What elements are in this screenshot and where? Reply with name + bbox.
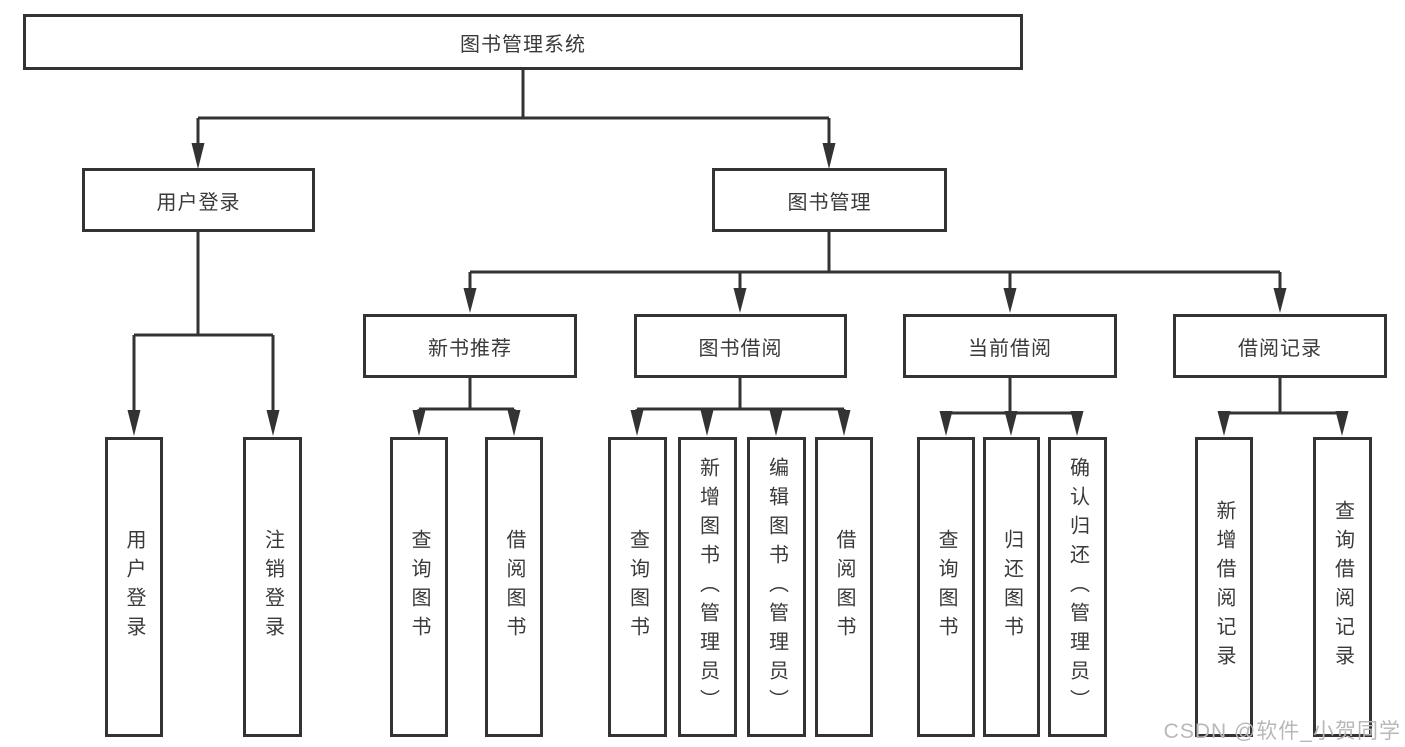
connector-book-management-to-level3 <box>468 232 1282 290</box>
leaf-query-books-recommend: 查询图书 <box>390 437 448 737</box>
node-user-login: 用户登录 <box>82 168 315 232</box>
arrowheads-user-login-group <box>127 410 280 436</box>
leaf-add-books-admin: 新增图书（管理员） <box>678 437 737 737</box>
arrowheads-level3 <box>463 288 1287 313</box>
node-library-management-system: 图书管理系统 <box>23 14 1023 70</box>
connector-current-borrow-group <box>944 378 1079 415</box>
connector-new-book-group <box>417 378 516 413</box>
leaf-borrow-books-recommend: 借阅图书 <box>485 437 543 737</box>
connector-borrow-record-group <box>1222 378 1344 415</box>
leaf-query-borrow-record: 查询借阅记录 <box>1313 437 1372 737</box>
node-book-management: 图书管理 <box>712 168 947 232</box>
leaf-user-login: 用户登录 <box>105 437 163 737</box>
arrowheads-level2 <box>191 143 836 169</box>
arrowheads-borrow-record-group <box>1217 411 1349 436</box>
arrowheads-new-book-group <box>412 410 521 436</box>
connector-book-borrow-group <box>635 378 846 413</box>
csdn-watermark: CSDN @软件_小贺同学 <box>1163 720 1401 743</box>
leaf-logout: 注销登录 <box>243 437 302 737</box>
leaf-edit-books-admin: 编辑图书（管理员） <box>747 437 806 737</box>
arrowheads-current-borrow-group <box>939 411 1084 436</box>
connector-root-to-level2 <box>196 70 831 145</box>
leaf-confirm-return-admin: 确认归还（管理员） <box>1048 437 1107 737</box>
node-new-book-recommendation: 新书推荐 <box>363 314 577 378</box>
leaf-borrow-books: 借阅图书 <box>815 437 873 737</box>
node-book-borrowing: 图书借阅 <box>634 314 847 378</box>
leaf-query-books-borrowing: 查询图书 <box>608 437 667 737</box>
node-current-borrowing: 当前借阅 <box>903 314 1117 378</box>
node-borrowing-records: 借阅记录 <box>1173 314 1387 378</box>
leaf-return-books: 归还图书 <box>983 437 1040 737</box>
arrowheads-book-borrow-group <box>630 410 851 436</box>
leaf-query-books-current: 查询图书 <box>917 437 975 737</box>
connector-user-login-group <box>132 232 275 412</box>
leaf-add-borrow-record: 新增借阅记录 <box>1195 437 1253 737</box>
